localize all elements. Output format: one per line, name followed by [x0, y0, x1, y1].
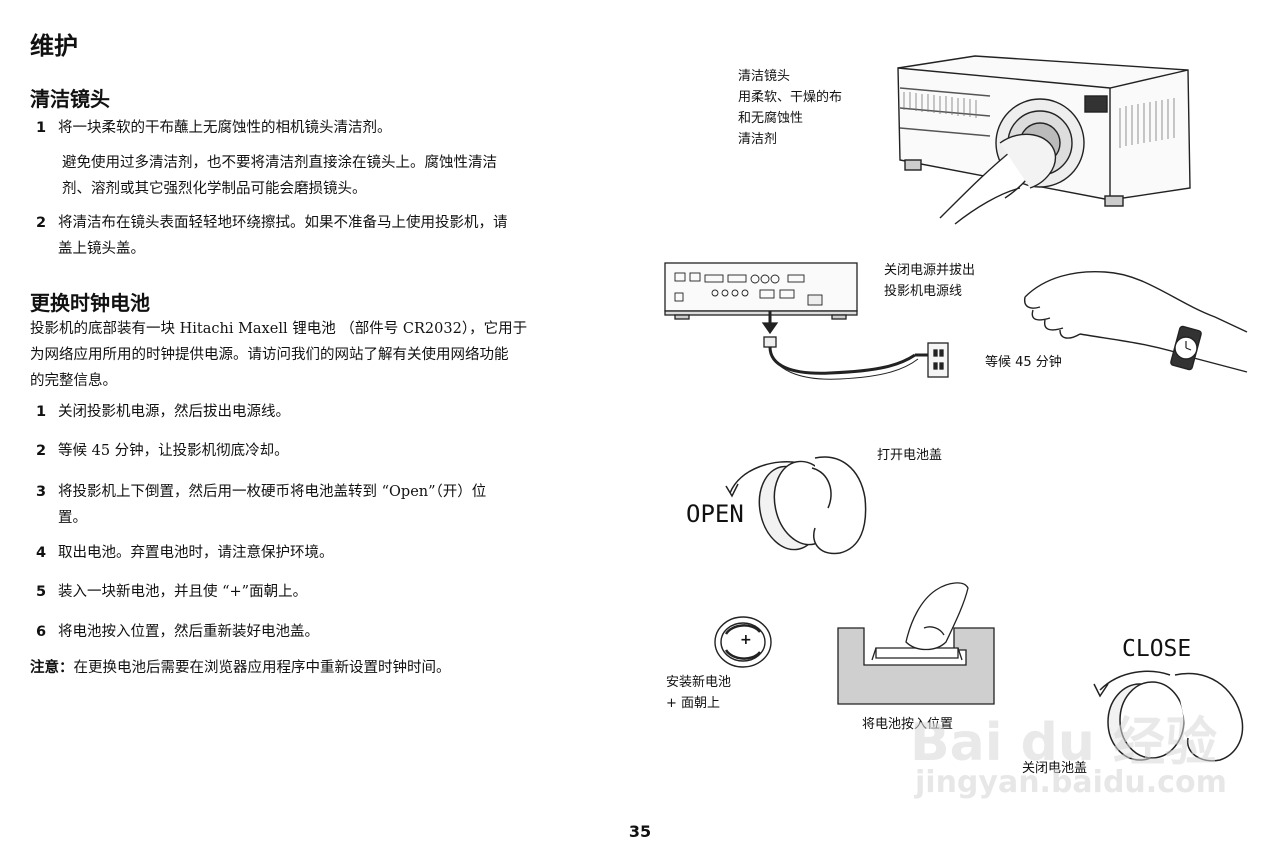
battery-step-6: 6 将电池按入位置，然后重新装好电池盖。: [36, 619, 616, 645]
step-text: 将一块柔软的干布蘸上无腐蚀性的相机镜头清洁剂。: [58, 120, 392, 136]
step-number: 2: [36, 215, 47, 231]
open-cover-illustration: [725, 456, 867, 555]
open-label: OPEN: [686, 500, 744, 528]
step-number: 1: [36, 120, 47, 136]
caution-line: 避免使用过多清洁剂，也不要将清洁剂直接涂在镜头上。腐蚀性清洁: [62, 155, 497, 171]
caption-line: 安装新电池: [666, 675, 732, 690]
figure-close-caption: 关闭电池盖: [1022, 761, 1088, 776]
caption-line: 清洁镜头: [738, 69, 791, 84]
step-text: 取出电池。弃置电池时，请注意保护环境。: [58, 545, 334, 561]
caption-line: 投影机电源线: [884, 284, 963, 299]
note-text: 在更换电池后需要在浏览器应用程序中重新设置时钟时间。: [73, 660, 451, 676]
caption-line: 用柔软、干燥的布: [738, 90, 843, 105]
battery-step-3: 3 将投影机上下倒置，然后用一枚硬币将电池盖转到 “Open”（开）位 置。: [36, 479, 616, 531]
figure-power-caption: 关闭电源并拔出 投影机电源线: [884, 260, 975, 302]
step-number: 3: [36, 484, 47, 500]
figure-open-caption: 打开电池盖: [877, 448, 943, 463]
plus-mark: +: [740, 632, 752, 648]
caption-line: 和无腐蚀性: [738, 111, 804, 126]
intro-line: 的完整信息。: [30, 373, 117, 389]
close-label: CLOSE: [1122, 636, 1192, 662]
battery-intro: 投影机的底部装有一块 Hitachi Maxell 锂电池 （部件号 CR203…: [30, 316, 620, 394]
battery-coin-illustration: [714, 616, 772, 668]
step-text: 将投影机上下倒置，然后用一枚硬币将电池盖转到 “Open”（开）位: [58, 484, 487, 500]
clean-caution: 避免使用过多清洁剂，也不要将清洁剂直接涂在镜头上。腐蚀性清洁 剂、溶剂或其它强烈…: [62, 150, 622, 202]
section-heading-clean-lens: 清洁镜头: [30, 87, 110, 111]
close-cover-illustration: [1093, 670, 1244, 762]
intro-line: 为网络应用所用的时钟提供电源。请访问我们的网站了解有关使用网络功能: [30, 347, 509, 363]
figure-install-caption: 安装新电池 + 面朝上: [666, 672, 731, 714]
step-number: 5: [36, 584, 47, 600]
caution-line: 剂、溶剂或其它强烈化学制品可能会磨损镜头。: [62, 181, 367, 197]
step-text: 将电池按入位置，然后重新装好电池盖。: [58, 624, 319, 640]
clean-step-2: 2 将清洁布在镜头表面轻轻地环绕擦拭。如果不准备马上使用投影机，请 盖上镜头盖。: [36, 210, 616, 262]
step-number: 4: [36, 545, 47, 561]
page-number: 35: [628, 822, 652, 841]
battery-step-2: 2 等候 45 分钟，让投影机彻底冷却。: [36, 438, 616, 464]
clean-step-1: 1 将一块柔软的干布蘸上无腐蚀性的相机镜头清洁剂。: [36, 115, 616, 141]
step-number: 6: [36, 624, 47, 640]
caption-line: + 面朝上: [666, 696, 721, 711]
section-heading-battery: 更换时钟电池: [30, 291, 150, 315]
caption-line: 清洁剂: [738, 132, 778, 147]
projector-clean-illustration: [897, 55, 1191, 225]
battery-step-5: 5 装入一块新电池，并且使 “+”面朝上。: [36, 579, 616, 605]
step-text: 装入一块新电池，并且使 “+”面朝上。: [58, 584, 308, 600]
step-text: 将清洁布在镜头表面轻轻地环绕擦拭。如果不准备马上使用投影机，请: [58, 215, 508, 231]
caption-line: 关闭电源并拔出: [884, 263, 976, 278]
battery-step-4: 4 取出电池。弃置电池时，请注意保护环境。: [36, 540, 616, 566]
baidu-watermark-url: jingyan.baidu.com: [915, 765, 1227, 800]
step-number: 1: [36, 404, 47, 420]
unplug-power-illustration: [664, 262, 949, 380]
step-text: 等候 45 分钟，让投影机彻底冷却。: [58, 443, 289, 459]
hand-watch-illustration: [1023, 270, 1248, 373]
intro-line: 投影机的底部装有一块 Hitachi Maxell 锂电池 （部件号 CR203…: [30, 321, 528, 337]
baidu-watermark-logo: Bai du 经验: [910, 713, 1217, 773]
battery-step-1: 1 关闭投影机电源，然后拔出电源线。: [36, 399, 616, 425]
figure-clean-caption: 清洁镜头 用柔软、干燥的布 和无腐蚀性 清洁剂: [738, 66, 842, 150]
page-title: 维护: [30, 32, 78, 60]
step-text: 关闭投影机电源，然后拔出电源线。: [58, 404, 290, 420]
figure-press-caption: 将电池按入位置: [862, 717, 954, 732]
battery-note: 注意：在更换电池后需要在浏览器应用程序中重新设置时钟时间。: [30, 655, 451, 681]
step-number: 2: [36, 443, 47, 459]
step-text-cont: 置。: [58, 510, 87, 526]
step-text-cont: 盖上镜头盖。: [58, 241, 145, 257]
figure-wait-caption: 等候 45 分钟: [985, 355, 1062, 370]
press-battery-illustration: [837, 582, 995, 705]
note-label: 注意：: [30, 660, 74, 676]
